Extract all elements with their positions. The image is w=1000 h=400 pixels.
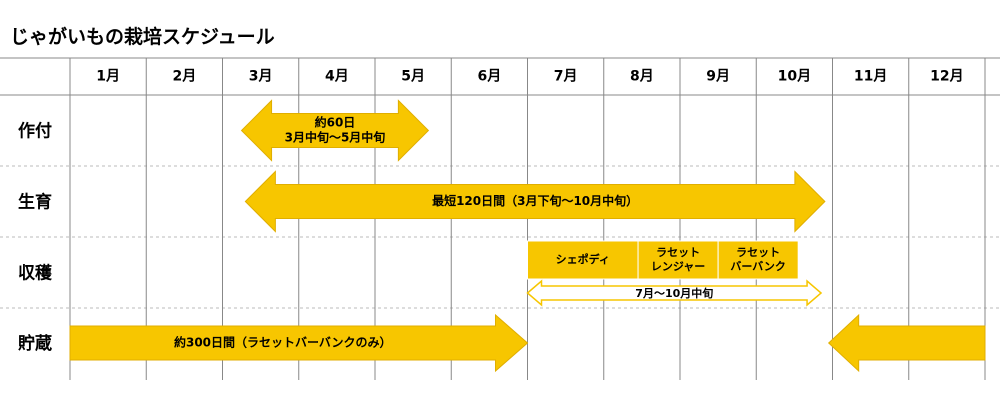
row-label: 生育 — [18, 192, 52, 213]
month-label: 2月 — [173, 69, 197, 85]
month-label: 3月 — [249, 69, 273, 85]
variety-label: ラセット — [736, 246, 780, 259]
month-label: 9月 — [706, 69, 730, 85]
month-label: 10月 — [778, 69, 811, 85]
harvest-variety-box — [527, 240, 639, 280]
harvest-variety-box — [717, 240, 799, 280]
variety-label: ラセット — [656, 246, 700, 259]
month-label: 1月 — [96, 69, 120, 85]
month-label: 6月 — [478, 69, 502, 85]
row-label: 貯蔵 — [18, 333, 52, 354]
month-label: 4月 — [325, 69, 349, 85]
month-label: 12月 — [930, 69, 963, 85]
bar-right-arrow — [69, 313, 529, 373]
harvest-period-arrow — [526, 279, 823, 307]
bar-label: 3月中旬～5月中旬 — [285, 130, 386, 145]
variety-label: シェポディ — [556, 252, 610, 266]
month-label: 11月 — [854, 69, 887, 85]
bar-label: 約300日間（ラセットバーバンクのみ） — [174, 335, 392, 350]
month-label: 5月 — [401, 69, 425, 85]
month-label: 7月 — [554, 69, 578, 85]
harvest-variety-box — [637, 240, 719, 280]
variety-label: レンジャー — [651, 260, 705, 273]
chart-title: じゃがいもの栽培スケジュール — [10, 26, 275, 48]
row-label: 収穫 — [18, 264, 53, 284]
bar-label: 最短120日間（3月下旬～10月中旬） — [432, 193, 638, 208]
bar-double-arrow — [240, 99, 430, 162]
month-label: 8月 — [630, 69, 654, 85]
row-label: 作付 — [18, 121, 52, 142]
harvest-period-label: 7月～10月中旬 — [635, 286, 713, 300]
bar-label: 約60日 — [315, 115, 356, 130]
bar-double-arrow — [244, 170, 826, 233]
variety-label: バーバンク — [730, 260, 785, 273]
bar-left-arrow — [827, 313, 986, 373]
